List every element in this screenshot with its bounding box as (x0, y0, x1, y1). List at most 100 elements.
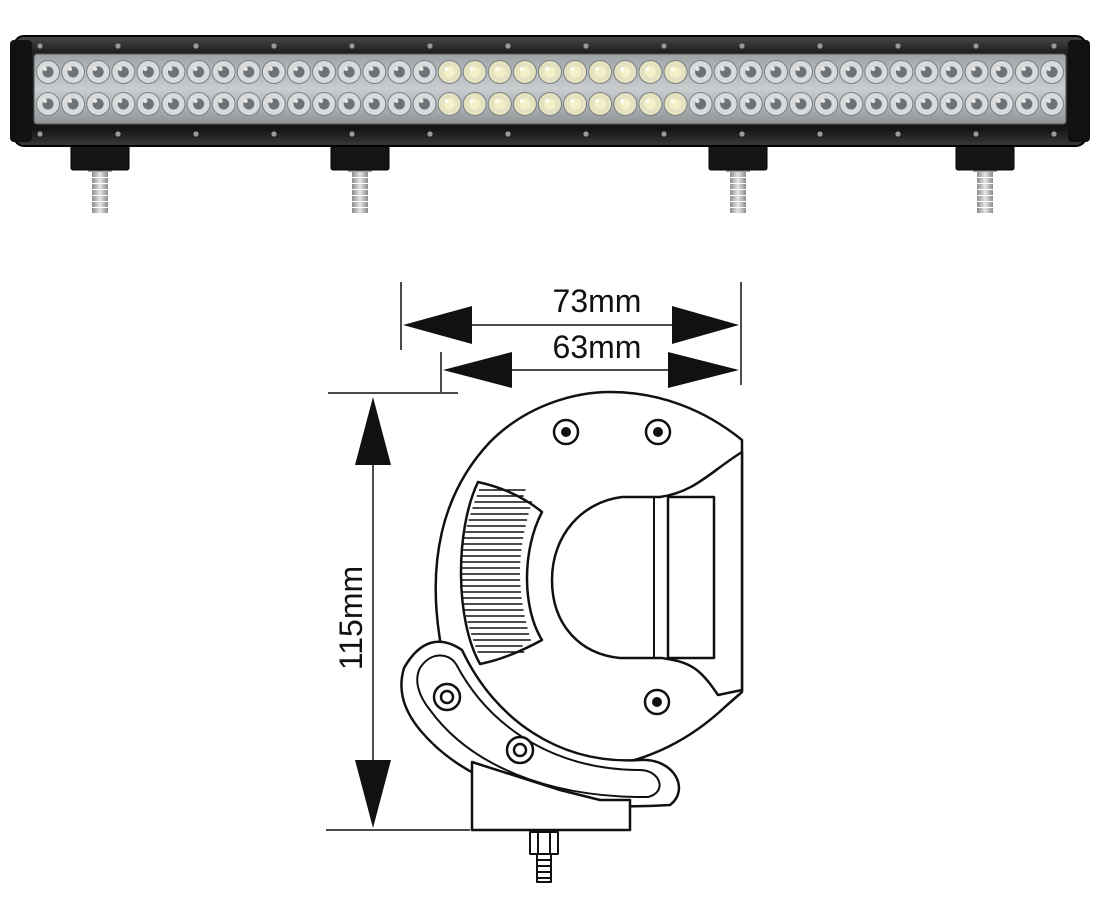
bolt-thread (730, 196, 746, 201)
led-highlight (570, 67, 575, 71)
led-highlight (43, 67, 47, 71)
screw-top (193, 43, 199, 49)
led-highlight (921, 99, 926, 103)
light-bar-end-cap-right (1068, 40, 1090, 142)
led-highlight (294, 67, 298, 71)
dimension-height: 115mm (326, 392, 470, 831)
bracket-slot (416, 654, 661, 799)
led-highlight (1047, 67, 1051, 71)
led-highlight (494, 99, 499, 103)
led-highlight (68, 99, 73, 103)
led-highlight (143, 99, 148, 103)
bolt-thread (92, 208, 108, 213)
led-highlight (570, 99, 575, 103)
screw-bottom (583, 131, 589, 137)
led-highlight (1047, 99, 1051, 103)
light-bar-end-cap-left (10, 40, 32, 142)
led-highlight (770, 67, 775, 71)
bolt-thread (92, 190, 108, 195)
housing-lens-face (666, 495, 716, 660)
led-light-bar (10, 35, 1090, 213)
led-highlight (620, 99, 625, 103)
led-highlight (545, 99, 549, 103)
mounting-base (470, 760, 632, 832)
led-highlight (670, 67, 675, 71)
led-highlight (494, 67, 499, 71)
bolt-thread (352, 190, 368, 195)
led-highlight (469, 99, 474, 103)
led-highlight (444, 67, 449, 71)
screw-top (115, 43, 121, 49)
led-highlight (419, 99, 424, 103)
led-highlight (745, 67, 750, 71)
led-highlight (68, 67, 73, 71)
led-highlight (369, 67, 374, 71)
led-highlight (620, 67, 625, 71)
housing-screws (37, 43, 1057, 137)
screw-top (817, 43, 823, 49)
bolt-thread (352, 202, 368, 207)
led-highlight (93, 67, 98, 71)
mount-brackets (70, 137, 1015, 213)
screw-bottom (271, 131, 277, 137)
led-highlight (921, 67, 926, 71)
bolt-thread (92, 184, 108, 189)
led-highlight (193, 67, 198, 71)
led-highlight (43, 99, 47, 103)
bolt-thread (730, 172, 746, 177)
led-highlight (695, 99, 700, 103)
led-highlight (896, 67, 901, 71)
led-highlight (118, 67, 123, 71)
led-highlight (394, 99, 399, 103)
led-highlight (243, 99, 248, 103)
led-highlight (720, 99, 725, 103)
led-highlight (996, 99, 1001, 103)
bolt-thread (977, 178, 993, 183)
led-highlight (218, 99, 223, 103)
led-highlight (118, 99, 123, 103)
screw-bottom (739, 131, 745, 137)
screw-bottom (895, 131, 901, 137)
led-highlight (193, 99, 198, 103)
screw-top (661, 43, 667, 49)
bolt-thread (730, 208, 746, 213)
bolt-thread (730, 184, 746, 189)
led-highlight (846, 99, 851, 103)
bolt-thread (352, 208, 368, 213)
led-highlight (846, 67, 851, 71)
bolt-thread (730, 178, 746, 183)
screw-bottom (817, 131, 823, 137)
bolt-thread (352, 178, 368, 183)
screw-top (427, 43, 433, 49)
led-highlight (319, 99, 324, 103)
screw-top (1051, 43, 1057, 49)
bolt-thread (352, 196, 368, 201)
led-highlight (645, 67, 650, 71)
led-highlight (369, 99, 374, 103)
bolt-thread (977, 208, 993, 213)
bolt-thread (977, 196, 993, 201)
led-highlight (1021, 67, 1026, 71)
height-label: 115mm (333, 566, 369, 670)
screw-bottom (427, 131, 433, 137)
bolt-thread (977, 202, 993, 207)
led-highlight (545, 67, 549, 71)
side-profile-drawing: 73mm 63mm 115mm (326, 282, 744, 883)
led-highlight (896, 99, 901, 103)
led-highlight (971, 99, 976, 103)
led-highlight (971, 67, 976, 71)
led-highlight (645, 99, 650, 103)
screw-top (895, 43, 901, 49)
led-highlight (444, 99, 449, 103)
housing-screw-holes (552, 418, 672, 716)
bolt-thread (730, 202, 746, 207)
led-highlight (871, 99, 876, 103)
screw-bottom (37, 131, 43, 137)
led-highlight (519, 99, 524, 103)
inner-width-label: 63mm (553, 329, 642, 365)
led-highlight (168, 99, 173, 103)
led-array (36, 60, 1064, 116)
led-highlight (821, 67, 826, 71)
led-highlight (419, 67, 424, 71)
